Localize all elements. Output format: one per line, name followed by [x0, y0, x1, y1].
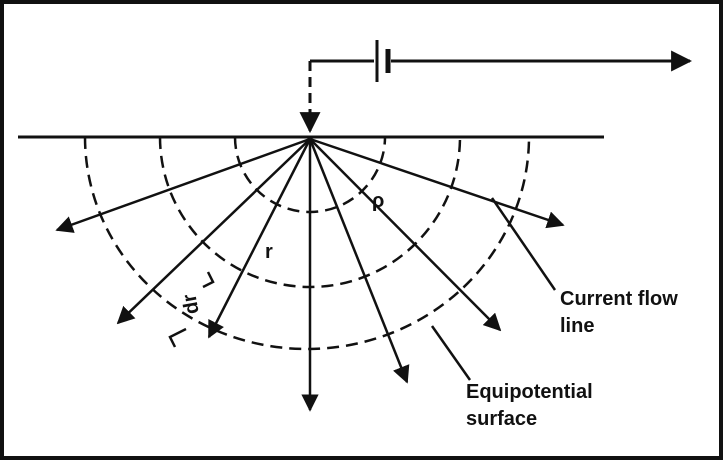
rho-label: ρ	[372, 190, 384, 212]
r-label: r	[265, 241, 273, 263]
battery-circuit	[299, 40, 693, 134]
equipotential-label-line1: Equipotential	[466, 381, 593, 403]
current-flow-label-line2: line	[560, 315, 594, 337]
current-flow-lines	[55, 137, 565, 412]
flow-line	[116, 138, 311, 325]
dr-label: dr	[178, 292, 203, 316]
flow-line	[308, 138, 410, 384]
equipotential-leader	[430, 325, 472, 381]
equipotential-arc-3	[83, 136, 531, 351]
equipotential-label-line2: surface	[466, 408, 537, 430]
current-flow-label-line1: Current flow	[560, 288, 678, 310]
flow-line	[309, 138, 502, 332]
flow-line	[55, 137, 311, 233]
dr-bracket	[168, 271, 215, 348]
flow-line	[207, 138, 312, 339]
flow-line	[309, 137, 565, 229]
equipotential-surfaces	[83, 136, 531, 351]
current-flow-leader	[490, 197, 557, 291]
